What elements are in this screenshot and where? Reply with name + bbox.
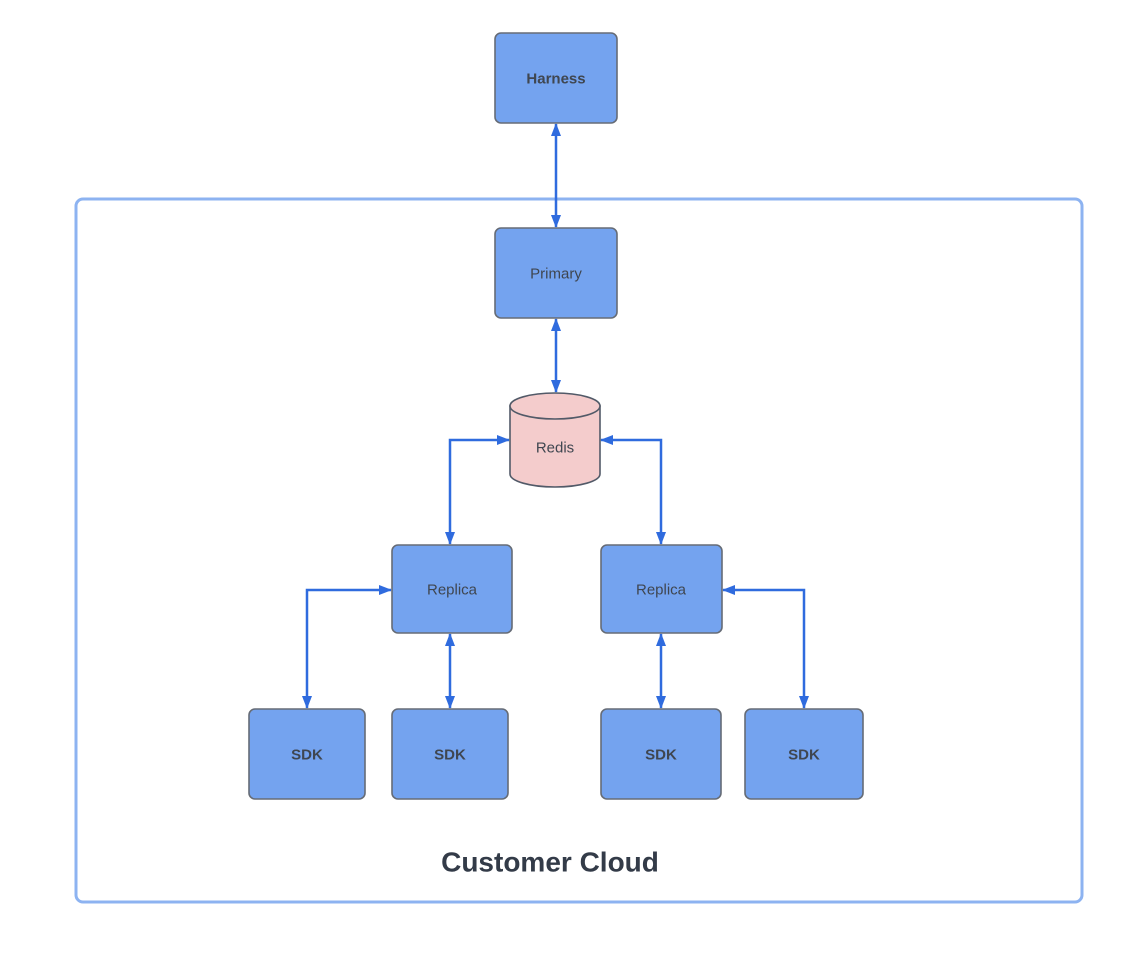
node-sdk-2-label: SDK [434,747,466,764]
node-sdk-4-label: SDK [788,747,820,764]
arrow-redis-replica-right [600,435,666,545]
cylinder-top [509,392,601,420]
node-sdk-4: SDK [744,708,864,800]
node-harness-label: Harness [526,71,585,88]
arrow-sdk4-replica-right [722,585,809,709]
node-replica-left-label: Replica [427,582,478,599]
node-redis: Redis [509,392,601,488]
node-redis-label: Redis [536,440,574,457]
node-replica-left: Replica [391,544,513,634]
node-primary: Primary [494,227,618,319]
node-replica-right: Replica [600,544,723,634]
arrow-sdk1-replica-left [302,585,392,709]
node-harness: Harness [494,32,618,124]
customer-cloud-container [74,197,1084,904]
node-replica-right-label: Replica [636,582,687,599]
node-sdk-3: SDK [600,708,722,800]
node-sdk-3-label: SDK [645,747,677,764]
node-sdk-1-label: SDK [291,747,323,764]
node-primary-label: Primary [530,266,582,283]
node-sdk-2: SDK [391,708,509,800]
arrow-redis-replica-left [445,435,510,545]
node-sdk-1: SDK [248,708,366,800]
customer-cloud-label: Customer Cloud [441,847,659,878]
